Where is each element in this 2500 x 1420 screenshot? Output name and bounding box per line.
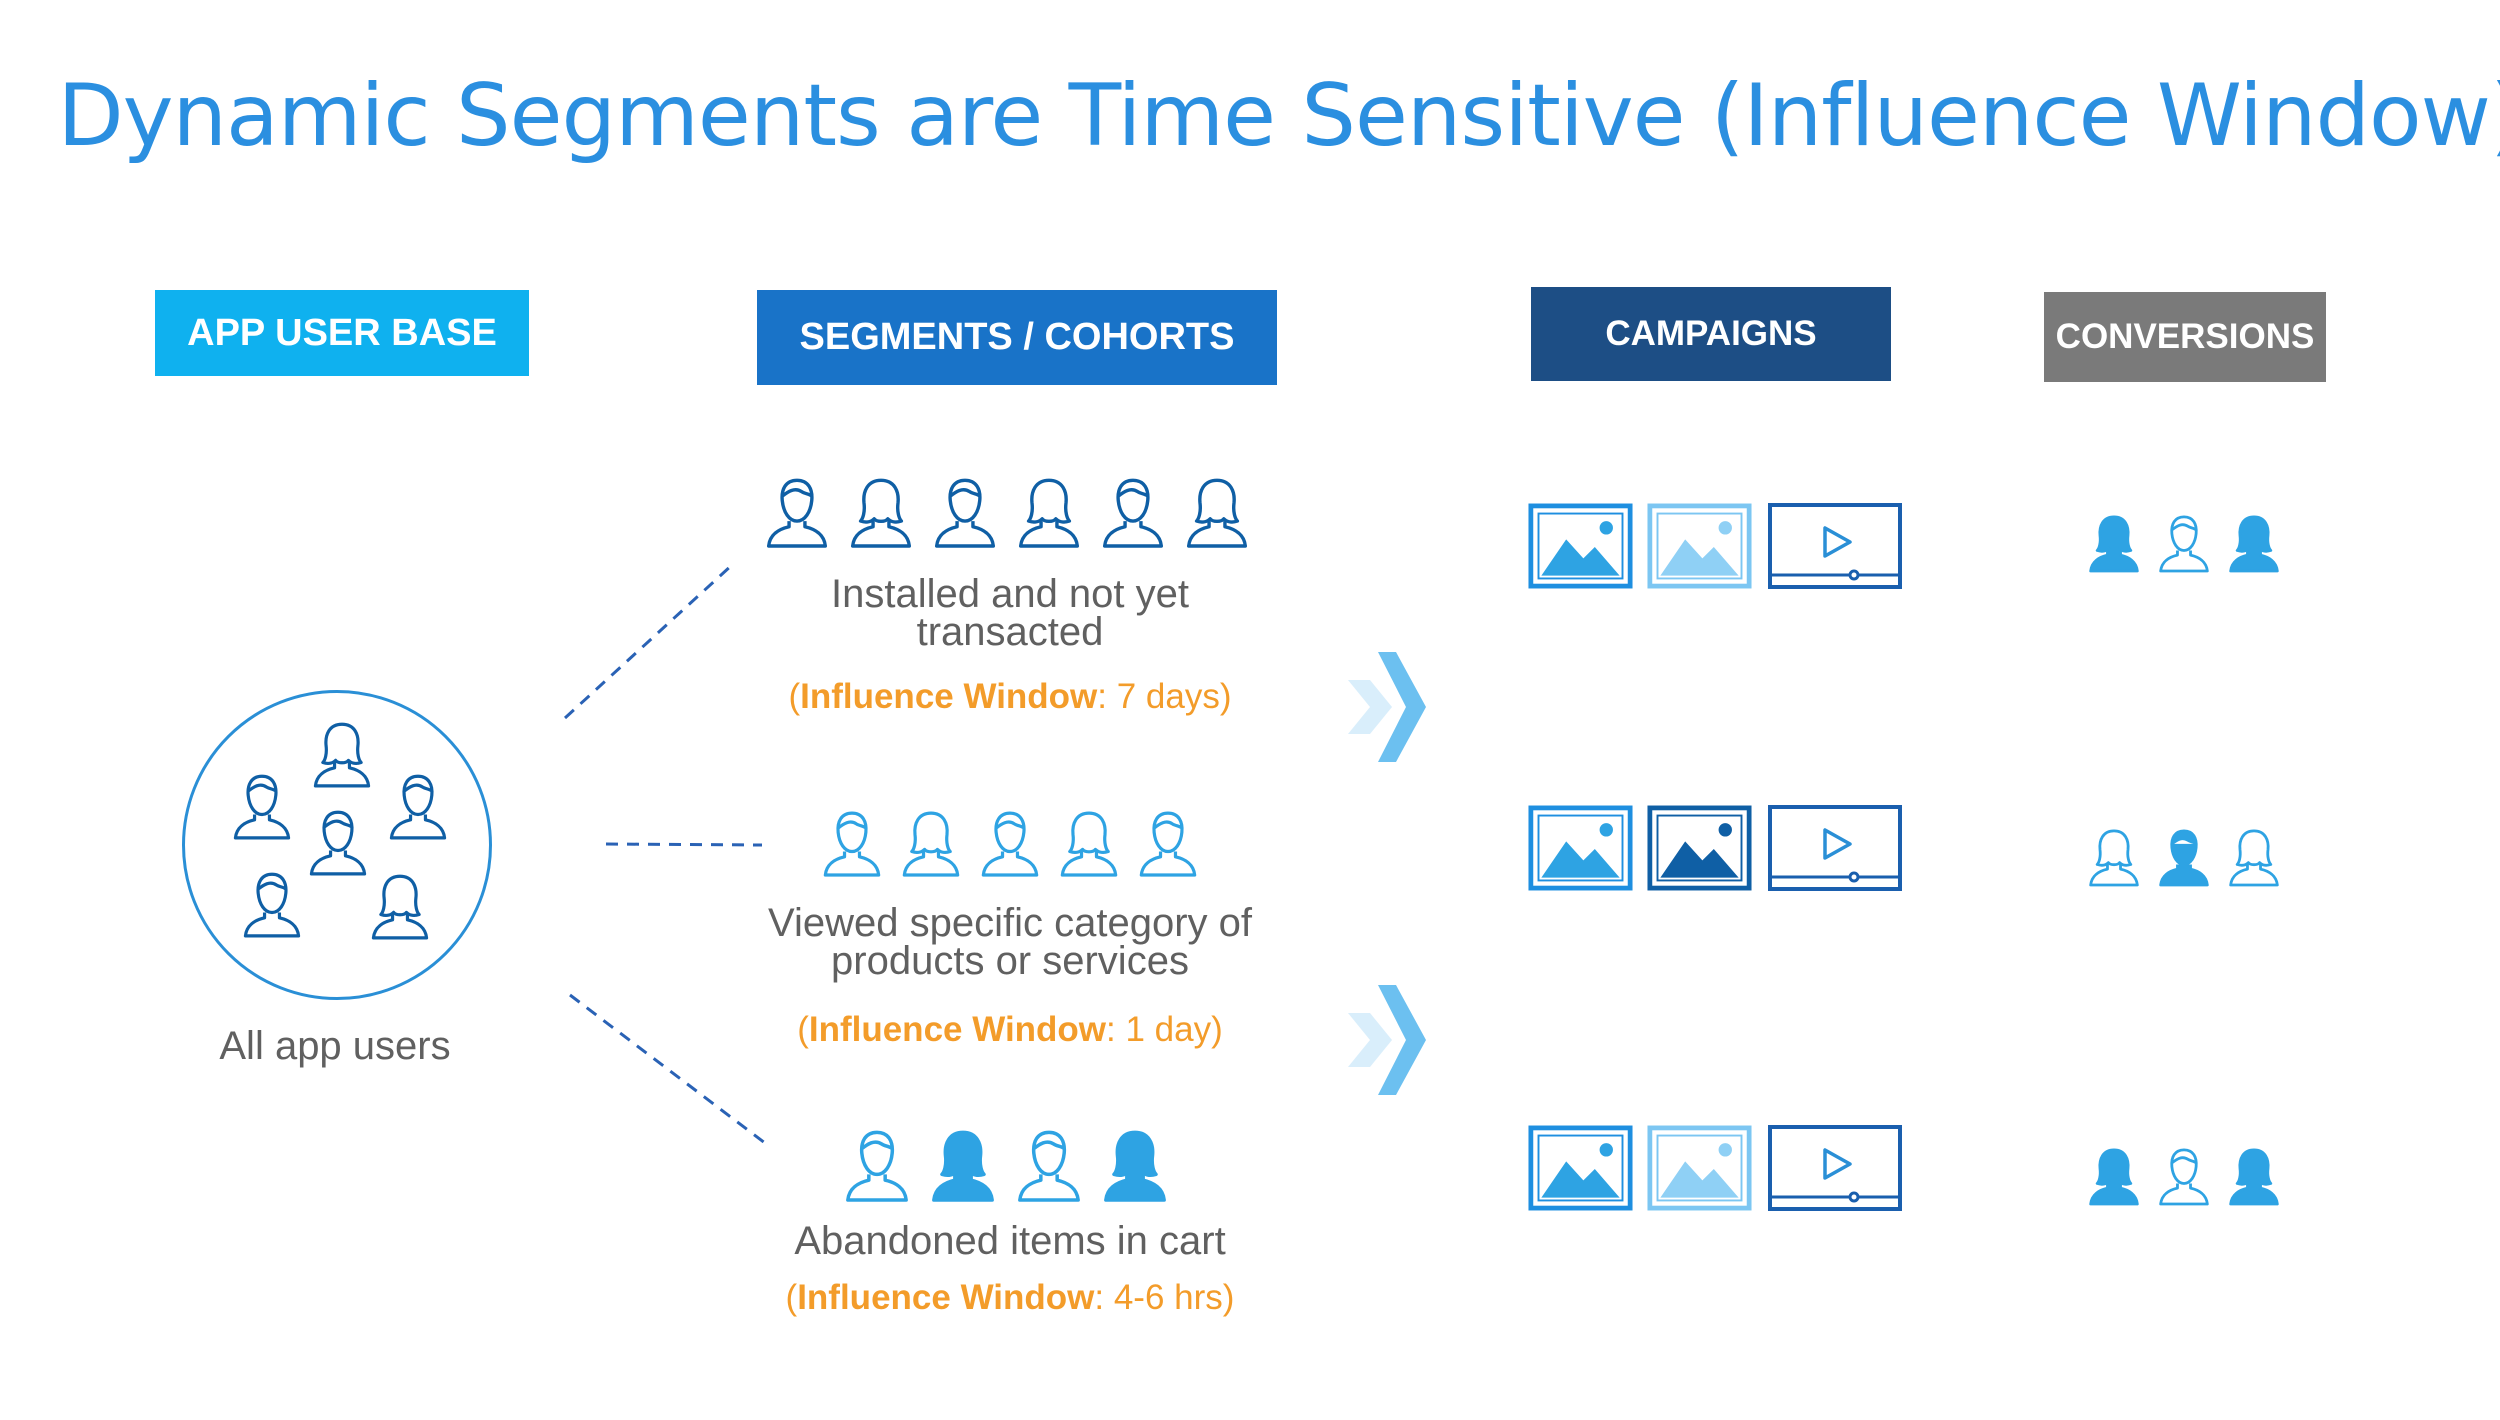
segment-3-influence-window: (Influence Window: 4-6 hrs) bbox=[700, 1278, 1320, 1318]
segment-3-window-value: : 4-6 hrs) bbox=[1094, 1278, 1235, 1317]
user-icon bbox=[2229, 829, 2279, 887]
video-ad-icon bbox=[1768, 805, 1902, 891]
segment-2-window-value: : 1 day) bbox=[1106, 1010, 1223, 1049]
user-icon bbox=[1102, 478, 1164, 548]
user-icon bbox=[846, 1130, 908, 1202]
user-filled-icon bbox=[2229, 515, 2279, 573]
user-filled-icon bbox=[2229, 1148, 2279, 1206]
connector-line-middle bbox=[605, 842, 763, 847]
user-icon bbox=[1018, 478, 1080, 548]
image-ad-icon bbox=[1528, 805, 1633, 891]
user-filled-icon bbox=[2159, 829, 2209, 887]
user-filled-icon bbox=[1104, 1130, 1166, 1202]
user-icon bbox=[389, 774, 447, 840]
chevron-right-icon bbox=[1348, 652, 1426, 762]
header-campaigns: CAMPAIGNS bbox=[1531, 287, 1891, 381]
segment-1-label-line1: Installed and not yet bbox=[830, 572, 1190, 616]
segment-2-label-line1: Viewed specific category of bbox=[768, 901, 1252, 945]
segment-3-label: Abandoned items in cart bbox=[700, 1219, 1320, 1263]
segment-2-window-label: Influence Window bbox=[808, 1010, 1107, 1049]
segment-3-window-label: Influence Window bbox=[797, 1278, 1095, 1317]
user-icon bbox=[371, 874, 429, 940]
image-ad-icon bbox=[1528, 1125, 1633, 1211]
segment-1-window-value: : 7 days) bbox=[1097, 677, 1232, 716]
segment-1-label-line2: transacted bbox=[916, 610, 1104, 654]
user-icon bbox=[2089, 829, 2139, 887]
user-icon bbox=[766, 478, 828, 548]
image-ad-dark-icon bbox=[1647, 805, 1752, 891]
user-icon bbox=[243, 872, 301, 938]
segment-1-window-open: ( bbox=[788, 677, 801, 716]
user-icon bbox=[313, 722, 371, 788]
user-icon bbox=[902, 811, 960, 877]
segment-1-window-label: Influence Window bbox=[800, 677, 1098, 716]
header-conversions: CONVERSIONS bbox=[2044, 292, 2326, 382]
user-icon bbox=[934, 478, 996, 548]
segment-2-influence-window: (Influence Window: 1 day) bbox=[700, 1010, 1320, 1050]
user-filled-icon bbox=[2089, 515, 2139, 573]
user-icon bbox=[2159, 1148, 2209, 1206]
user-icon bbox=[233, 774, 291, 840]
user-icon bbox=[823, 811, 881, 877]
user-icon bbox=[1018, 1130, 1080, 1202]
chevron-right-icon bbox=[1348, 985, 1426, 1095]
user-filled-icon bbox=[2089, 1148, 2139, 1206]
image-ad-light-icon bbox=[1647, 503, 1752, 589]
user-icon bbox=[1139, 811, 1197, 877]
user-filled-icon bbox=[932, 1130, 994, 1202]
segment-2-label: Viewed specific category of products or … bbox=[700, 901, 1320, 983]
user-icon bbox=[850, 478, 912, 548]
connector-line-top bbox=[563, 563, 734, 720]
segment-2-label-line2: products or services bbox=[831, 939, 1189, 983]
video-ad-icon bbox=[1768, 1125, 1902, 1211]
segment-2-window-open: ( bbox=[797, 1010, 809, 1049]
image-ad-icon bbox=[1528, 503, 1633, 589]
user-icon bbox=[309, 810, 367, 876]
image-ad-light-icon bbox=[1647, 1125, 1752, 1211]
user-icon bbox=[1060, 811, 1118, 877]
segment-3-window-open: ( bbox=[785, 1278, 798, 1317]
segment-1-influence-window: (Influence Window: 7 days) bbox=[700, 677, 1320, 717]
user-base-label: All app users bbox=[219, 1024, 451, 1068]
user-base-circle bbox=[182, 690, 492, 1000]
segment-1-label: Installed and not yet transacted bbox=[700, 572, 1320, 654]
segment-3-label-line1: Abandoned items in cart bbox=[794, 1219, 1226, 1263]
user-icon bbox=[2159, 515, 2209, 573]
header-app-user-base: APP USER BASE bbox=[155, 290, 529, 376]
header-segments-cohorts: SEGMENTS / COHORTS bbox=[757, 290, 1277, 385]
video-ad-icon bbox=[1768, 503, 1902, 589]
user-icon bbox=[1186, 478, 1248, 548]
page-title: Dynamic Segments are Time Sensitive (Inf… bbox=[57, 66, 2500, 166]
user-icon bbox=[981, 811, 1039, 877]
